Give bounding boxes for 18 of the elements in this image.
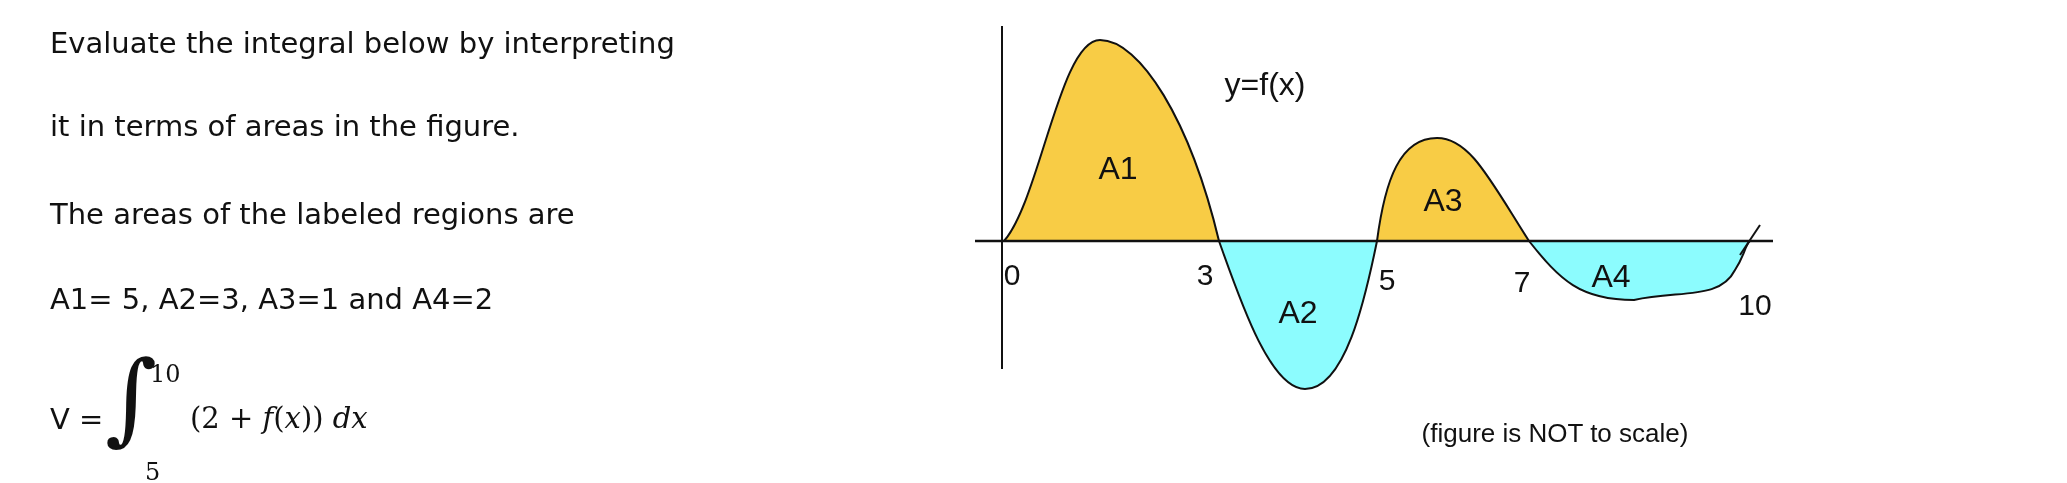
problem-text: it in terms of areas in the figure. bbox=[50, 112, 520, 141]
equation-label: V = bbox=[50, 405, 104, 434]
area-values: A1= 5, A2=3, A3=1 and A4=2 bbox=[50, 285, 494, 314]
region-label: A3 bbox=[1423, 184, 1463, 216]
tick-label: 5 bbox=[1378, 265, 1396, 295]
integrand: (2 + f(x)) dx bbox=[190, 404, 368, 433]
region-label: A1 bbox=[1098, 152, 1138, 184]
region-label: A4 bbox=[1591, 260, 1631, 292]
lower-limit: 5 bbox=[145, 460, 161, 483]
problem-text: The areas of the labeled regions are bbox=[50, 200, 575, 229]
figure-note: (figure is NOT to scale) bbox=[1421, 420, 1689, 446]
tick-label: 3 bbox=[1196, 260, 1214, 290]
tick-label: 10 bbox=[1738, 290, 1772, 320]
tick-label: 0 bbox=[1003, 260, 1021, 290]
region-label: A2 bbox=[1278, 296, 1318, 328]
tick-label: 7 bbox=[1513, 267, 1531, 297]
function-label: y=f(x) bbox=[1224, 68, 1306, 100]
problem-text: Evaluate the integral below by interpreting bbox=[50, 29, 675, 58]
